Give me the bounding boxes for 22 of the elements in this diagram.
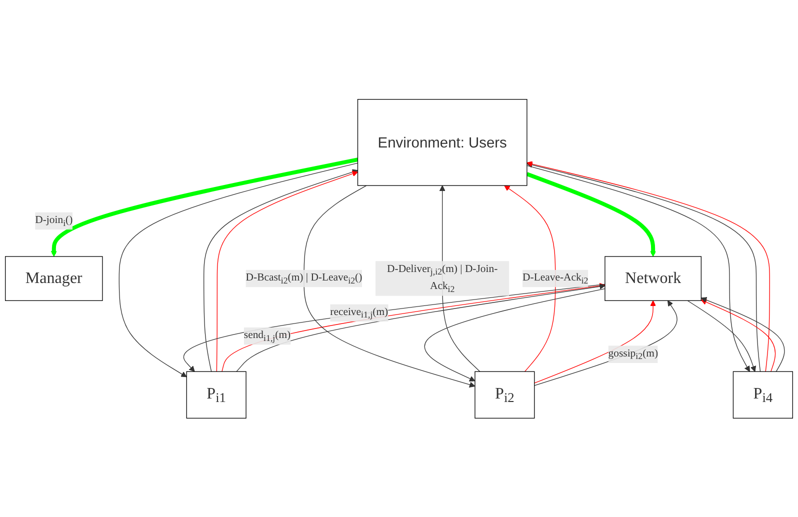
node-box: P$_{i1}$ [186,370,246,418]
edge-label: gossip$_{i2}$(m) [608,347,658,361]
edge-label: D-Deliver$_{j,i2}$(m) | D-Join-Ack$_{i2}$ [387,262,498,294]
node-box: Manager [5,256,103,301]
node-box: P$_{i4}$ [732,370,793,418]
arrow [304,184,476,388]
node-box: Environment: Users [357,98,528,186]
arrow [526,172,656,256]
arrow [50,157,358,256]
arrow [424,288,606,382]
node-box: Network [604,256,702,301]
node-box: P$_{i2}$ [474,370,535,418]
arrow [504,185,556,372]
arrow [534,300,678,386]
arrow [534,300,656,384]
arrow [687,300,756,372]
edge-label: D-Leave-Ack$_{i2}$ [522,272,588,286]
edge-label: receive$_{i1,j}$(m) [330,306,388,320]
arrow [118,162,358,377]
edge-label: send$_{i1,j}$(m) [244,329,291,343]
edge-label: D-Bcast$_{i2}$(m) | D-Leave$_{i2}$() [246,272,362,286]
edge-label: D-join$_{i}$() [35,214,73,228]
